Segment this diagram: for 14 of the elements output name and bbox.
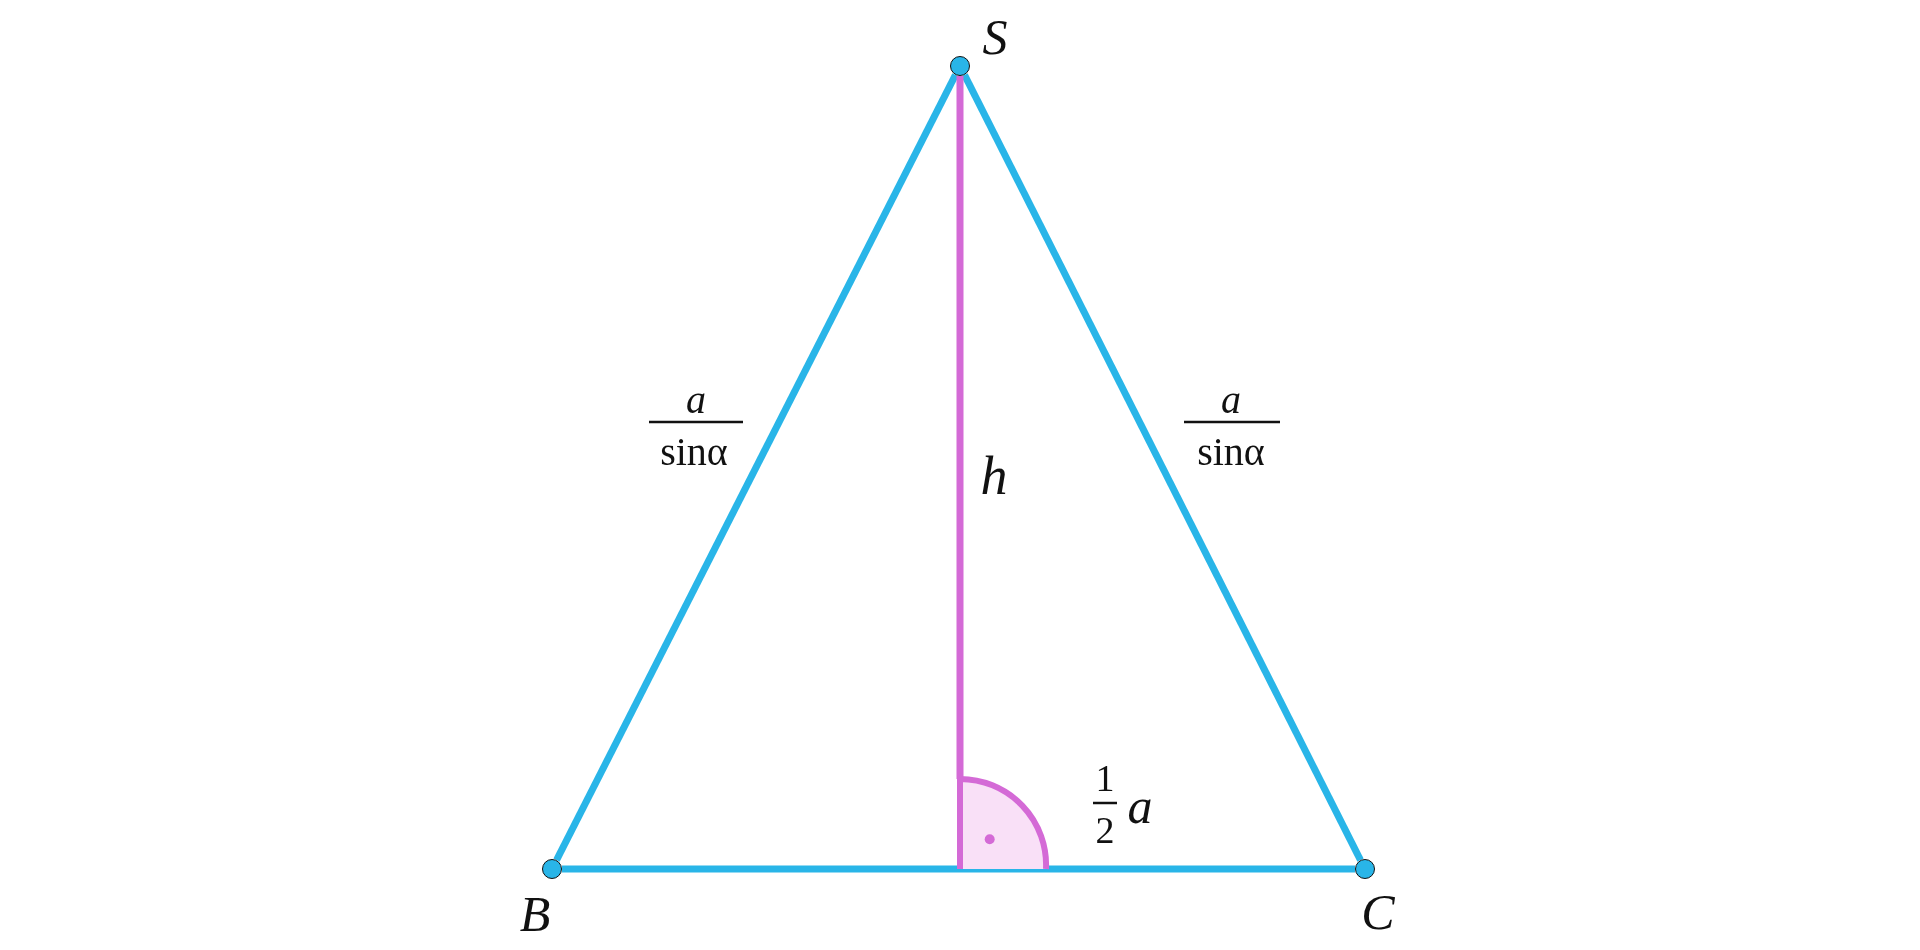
triangle-side xyxy=(562,865,1355,873)
height-line xyxy=(956,76,964,779)
math-label: 2 xyxy=(1095,811,1115,849)
math-label: a xyxy=(1221,380,1241,420)
math-label: sinα xyxy=(1197,432,1265,472)
math-label: sinα xyxy=(660,432,728,472)
math-label: a xyxy=(1127,781,1153,831)
math-label: a xyxy=(686,380,706,420)
vertex-label: C xyxy=(1361,887,1395,937)
triangle-side xyxy=(553,73,959,862)
math-label: 1 xyxy=(1095,759,1115,797)
vertex-label: B xyxy=(519,889,551,939)
vertex-label: S xyxy=(982,12,1008,62)
triangle-side xyxy=(961,73,1364,862)
